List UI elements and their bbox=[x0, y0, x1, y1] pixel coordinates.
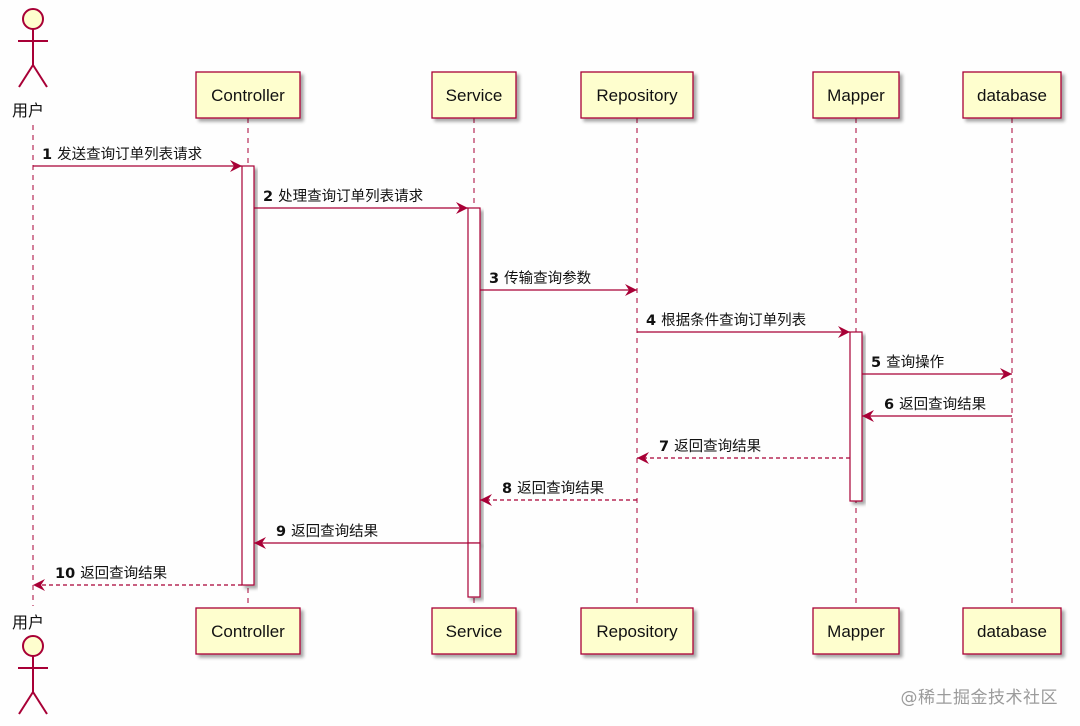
message-number: 5 bbox=[871, 355, 881, 371]
message-number: 10 bbox=[55, 566, 75, 582]
participant-database-bottom: database bbox=[962, 607, 1062, 655]
participant-label: database bbox=[977, 86, 1047, 105]
participant-label: Mapper bbox=[827, 86, 885, 105]
message-text: 处理查询订单列表请求 bbox=[278, 188, 423, 205]
message-label: 2 处理查询订单列表请求 bbox=[263, 188, 424, 205]
participant-label: Controller bbox=[211, 622, 285, 641]
message-8: 8 返回查询结果 bbox=[480, 480, 637, 506]
actor-right-leg bbox=[32, 64, 48, 88]
participant-mapper-top: Mapper bbox=[812, 71, 900, 119]
participant-label: Repository bbox=[596, 86, 678, 105]
message-label: 10 返回查询结果 bbox=[55, 565, 167, 582]
service-activation-bar bbox=[467, 207, 481, 544]
participant-box bbox=[812, 71, 900, 119]
activations-layer bbox=[241, 165, 863, 598]
participant-box bbox=[812, 607, 900, 655]
service-activation-bar bbox=[467, 542, 481, 598]
participant-controller-bottom: Controller bbox=[195, 607, 301, 655]
actor-left-leg bbox=[18, 64, 34, 88]
message-label: 8 返回查询结果 bbox=[502, 480, 604, 497]
participant-label: Repository bbox=[596, 622, 678, 641]
message-number: 6 bbox=[884, 397, 894, 413]
message-label: 6 返回查询结果 bbox=[884, 396, 986, 413]
message-5: 5 查询操作 bbox=[862, 354, 1012, 380]
participant-controller-top: Controller bbox=[195, 71, 301, 119]
message-text: 返回查询结果 bbox=[899, 396, 986, 413]
actor-head-icon bbox=[22, 635, 44, 657]
participant-database-top: database bbox=[962, 71, 1062, 119]
message-text: 返回查询结果 bbox=[80, 565, 167, 582]
participant-box bbox=[580, 607, 694, 655]
actor-bottom: 用户 bbox=[12, 613, 48, 715]
message-label: 5 查询操作 bbox=[871, 354, 944, 371]
participant-box bbox=[195, 607, 301, 655]
actor-label: 用户 bbox=[12, 613, 44, 632]
participant-box bbox=[580, 71, 694, 119]
participant-repository-top: Repository bbox=[580, 71, 694, 119]
message-number: 4 bbox=[646, 313, 656, 329]
participant-box bbox=[962, 71, 1062, 119]
message-label: 1 发送查询订单列表请求 bbox=[42, 146, 203, 163]
message-9: 9 返回查询结果 bbox=[254, 523, 468, 549]
actor-left-leg bbox=[18, 691, 34, 715]
message-1: 1 发送查询订单列表请求 bbox=[33, 146, 242, 172]
messages-layer: 1 发送查询订单列表请求 2 处理查询订单列表请求 3 传输查询参数 4 根据条件查询订单列表… bbox=[33, 146, 1012, 591]
message-label: 7 返回查询结果 bbox=[659, 438, 761, 455]
message-text: 发送查询订单列表请求 bbox=[57, 146, 202, 163]
actor-label: 用户 bbox=[12, 101, 44, 120]
message-10: 10 返回查询结果 bbox=[33, 565, 242, 591]
mapper-activation-bar bbox=[849, 331, 863, 502]
message-label: 4 根据条件查询订单列表 bbox=[646, 312, 807, 329]
message-text: 返回查询结果 bbox=[674, 438, 761, 455]
message-text: 根据条件查询订单列表 bbox=[661, 312, 806, 329]
message-number: 8 bbox=[502, 481, 512, 497]
message-4: 4 根据条件查询订单列表 bbox=[637, 312, 850, 338]
message-number: 2 bbox=[263, 189, 273, 205]
message-text: 查询操作 bbox=[886, 354, 944, 371]
message-6: 6 返回查询结果 bbox=[862, 396, 1012, 422]
participant-label: Mapper bbox=[827, 622, 885, 641]
message-3: 3 传输查询参数 bbox=[480, 270, 637, 296]
message-7: 7 返回查询结果 bbox=[637, 438, 850, 464]
participant-service-bottom: Service bbox=[431, 607, 517, 655]
message-text: 返回查询结果 bbox=[517, 480, 604, 497]
participant-box bbox=[195, 71, 301, 119]
actor-top: 用户 bbox=[12, 8, 48, 120]
message-text: 传输查询参数 bbox=[504, 270, 591, 287]
participant-label: Service bbox=[446, 622, 503, 641]
message-2: 2 处理查询订单列表请求 bbox=[254, 188, 468, 214]
actor-head-icon bbox=[22, 8, 44, 30]
lifelines-layer bbox=[32, 118, 1013, 607]
participant-box bbox=[431, 71, 517, 119]
participant-service-top: Service bbox=[431, 71, 517, 119]
message-label: 9 返回查询结果 bbox=[276, 523, 378, 540]
participant-mapper-bottom: Mapper bbox=[812, 607, 900, 655]
message-number: 7 bbox=[659, 439, 669, 455]
message-number: 9 bbox=[276, 524, 286, 540]
message-number: 3 bbox=[489, 271, 499, 287]
participant-box bbox=[962, 607, 1062, 655]
message-number: 1 bbox=[42, 147, 52, 163]
message-label: 3 传输查询参数 bbox=[489, 270, 592, 287]
participant-repository-bottom: Repository bbox=[580, 607, 694, 655]
participant-label: database bbox=[977, 622, 1047, 641]
actor-right-leg bbox=[32, 691, 48, 715]
controller-activation-bar bbox=[241, 165, 255, 586]
watermark: @稀土掘金技术社区 bbox=[900, 688, 1058, 708]
participant-label: Controller bbox=[211, 86, 285, 105]
participant-box bbox=[431, 607, 517, 655]
participant-label: Service bbox=[446, 86, 503, 105]
message-text: 返回查询结果 bbox=[291, 523, 378, 540]
